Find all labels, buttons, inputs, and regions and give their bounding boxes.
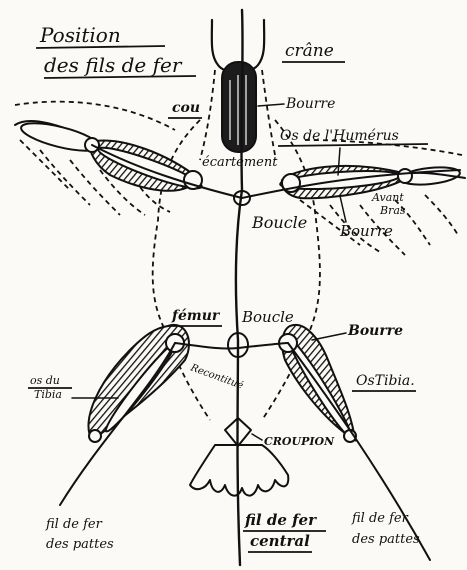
leader-bourre-leg bbox=[312, 333, 346, 340]
leader-croupion bbox=[252, 434, 262, 440]
label-bourre-neck: Bourre bbox=[285, 96, 335, 112]
left-leg-assembly bbox=[60, 325, 189, 505]
label-os-du-tibia-2: Tibia bbox=[34, 388, 62, 401]
label-crane: crâne bbox=[285, 41, 334, 61]
label-recontitue: Recontitué bbox=[188, 362, 245, 392]
label-fil-pattes-right-1: fil de fer bbox=[351, 511, 409, 526]
label-avant-bras-2: Bras bbox=[379, 204, 406, 217]
label-os-tibia-right: OsTibia. bbox=[356, 373, 415, 389]
leader-bourre-wing bbox=[340, 196, 346, 222]
label-fil-central-1: fil de fer bbox=[244, 511, 317, 529]
label-bourre-leg: Bourre bbox=[347, 323, 403, 339]
title-line-1: Position bbox=[39, 23, 121, 47]
label-ecartement: écartement bbox=[202, 155, 278, 170]
label-boucle-lower: Boucle bbox=[241, 308, 294, 326]
label-avant-bras-1: Avant bbox=[371, 191, 404, 204]
title: Position des fils de fer bbox=[36, 23, 196, 78]
label-fil-pattes-left-1: fil de fer bbox=[45, 517, 103, 532]
label-fil-pattes-right-2: des pattes bbox=[352, 532, 420, 547]
neck-stuffing bbox=[222, 62, 256, 152]
label-femur: fémur bbox=[171, 308, 221, 324]
label-croupion: CROUPION bbox=[264, 435, 335, 448]
label-bourre-wing: Bourre bbox=[339, 222, 393, 240]
leg-wire bbox=[175, 343, 288, 349]
left-wing-assembly bbox=[15, 118, 204, 195]
leader-bourre-neck bbox=[258, 104, 284, 106]
label-os-du-tibia-1: os du bbox=[30, 374, 60, 387]
label-fil-pattes-left-2: des pattes bbox=[46, 537, 114, 552]
label-cou: cou bbox=[172, 100, 200, 116]
label-boucle-upper: Boucle bbox=[251, 213, 307, 232]
label-os-humerus: Os de l'Humérus bbox=[280, 128, 399, 144]
label-fil-central-2: central bbox=[250, 532, 310, 550]
title-line-2: des fils de fer bbox=[44, 53, 183, 77]
